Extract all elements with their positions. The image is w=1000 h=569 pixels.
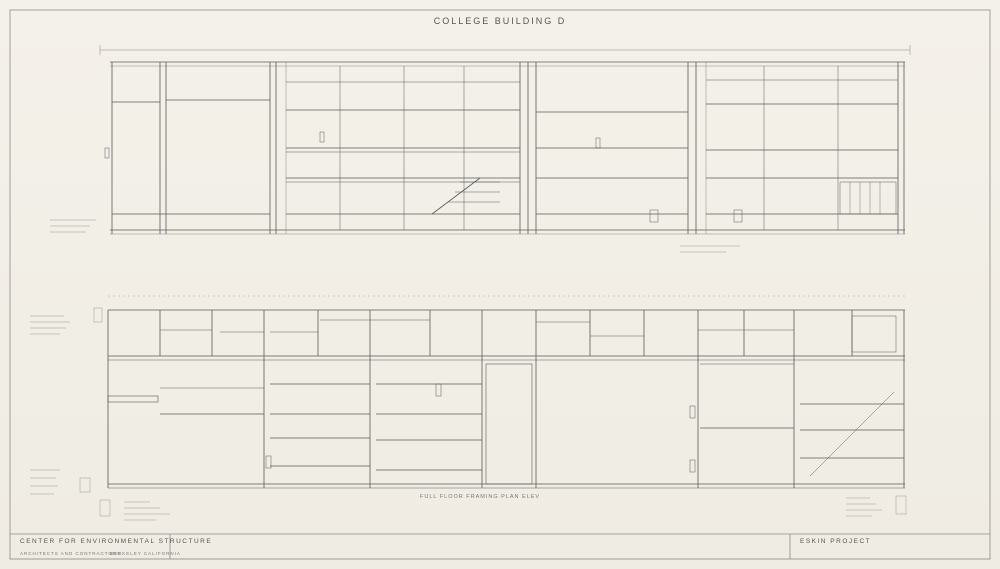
firm-subtitle: ARCHITECTS AND CONTRACTORS <box>20 551 122 556</box>
firm-name: CENTER FOR ENVIRONMENTAL STRUCTURE <box>20 538 213 545</box>
project-name: ESKIN PROJECT <box>800 538 872 545</box>
sheet-border <box>9 9 991 560</box>
upper-elevation <box>99 45 911 235</box>
lower-elevation-caption: FULL FLOOR FRAMING PLAN ELEV <box>420 494 541 500</box>
annotations <box>30 219 907 521</box>
lower-elevation <box>107 295 905 489</box>
firm-location: BERKELEY CALIFORNIA <box>110 551 181 556</box>
sheet-title: COLLEGE BUILDING D <box>433 16 567 26</box>
